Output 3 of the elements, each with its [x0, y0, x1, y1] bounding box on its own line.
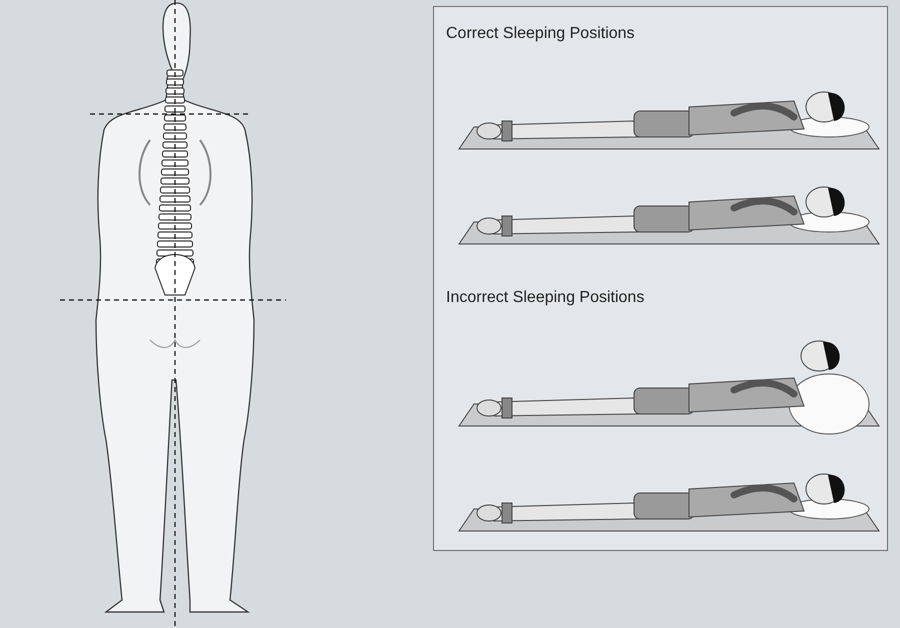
section-heading: Incorrect Sleeping Positions: [446, 289, 644, 307]
panel-background: [433, 6, 888, 551]
section-heading: Correct Sleeping Positions: [446, 25, 635, 43]
